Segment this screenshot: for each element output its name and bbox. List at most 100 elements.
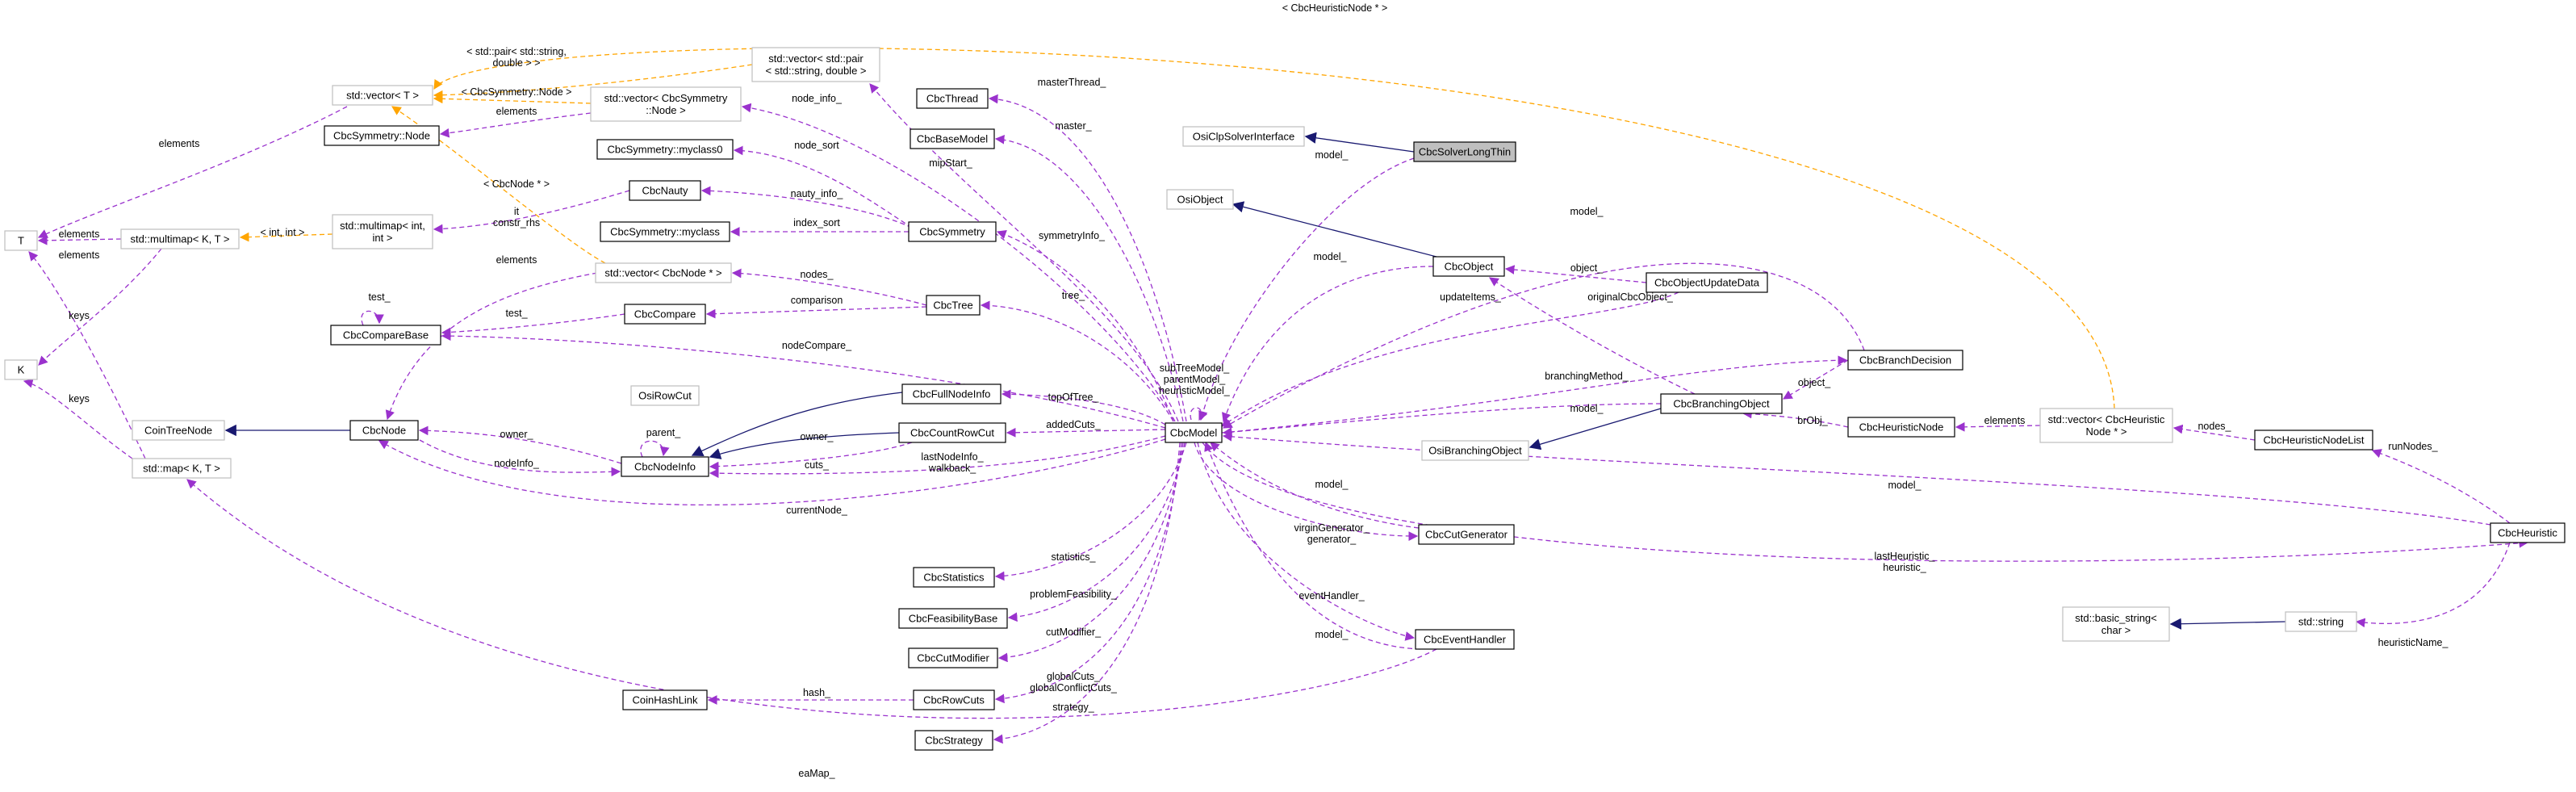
class-node-osiobject[interactable]: OsiObject: [1166, 189, 1234, 210]
edge-usage-54: [1782, 359, 1849, 400]
edge-usage-48: [1222, 266, 1434, 423]
edge-usage-35: [1006, 427, 1166, 438]
class-node-cbccountrowcut[interactable]: CbcCountRowCut: [898, 422, 1006, 443]
class-node-cbcobjectupdatedata[interactable]: CbcObjectUpdateData: [1646, 272, 1768, 293]
class-node-vec-t[interactable]: std::vector< T >: [332, 85, 433, 106]
class-node-cbcnode[interactable]: CbcNode: [349, 420, 419, 441]
edge-label-node-info: node_info_: [792, 93, 843, 104]
class-node-cbcbranchdecision[interactable]: CbcBranchDecision: [1847, 350, 1963, 371]
class-node-osiclpsolverinterface[interactable]: OsiClpSolverInterface: [1182, 126, 1305, 147]
class-node-cbctree[interactable]: CbcTree: [926, 295, 981, 316]
class-node-cbcstatistics[interactable]: CbcStatistics: [913, 567, 995, 588]
class-node-cbccutmodifier[interactable]: CbcCutModifier: [908, 647, 998, 668]
class-node-label: CbcStatistics: [923, 572, 985, 584]
edge-label-model-bo: model_: [1570, 403, 1604, 414]
class-node-label: std::vector< CbcSymmetry: [604, 92, 728, 104]
edge-label-model-obj: model_: [1314, 251, 1348, 262]
class-node-t[interactable]: T: [4, 230, 38, 251]
class-node-box: [332, 214, 433, 249]
class-node-k[interactable]: K: [4, 359, 38, 380]
class-node-cbcsolverlongthin[interactable]: CbcSolverLongThin: [1413, 141, 1516, 162]
edge-usage-37: [709, 435, 1166, 479]
edge-label-elements-vecnode: elements: [496, 254, 537, 266]
class-node-box: [1413, 141, 1516, 162]
class-node-vec-pair[interactable]: std::vector< std::pair< std::string, dou…: [751, 47, 880, 82]
class-node-cbcnodeinfo[interactable]: CbcNodeInfo: [621, 456, 709, 477]
class-node-cbcheuristicnodelist[interactable]: CbcHeuristicNodeList: [2254, 430, 2373, 450]
class-node-box: [600, 221, 730, 242]
edge-usage-41: [997, 442, 1184, 663]
edge-label-masterthread: masterThread_: [1038, 77, 1107, 88]
class-node-multimap-kt[interactable]: std::multimap< K, T >: [120, 228, 240, 249]
class-node-cbceventhandler[interactable]: CbcEventHandler: [1415, 629, 1515, 650]
edge-label-brobj: brObj_: [1797, 415, 1829, 426]
class-node-osibranchingobject[interactable]: OsiBranchingObject: [1421, 440, 1529, 461]
class-node-multimap-int[interactable]: std::multimap< int,int >: [332, 214, 433, 249]
class-node-cbcsymmetry-myclass0[interactable]: CbcSymmetry::myclass0: [596, 139, 734, 160]
class-node-box: [590, 86, 742, 122]
class-node-box: [132, 420, 225, 441]
class-node-cbcthread[interactable]: CbcThread: [916, 88, 989, 109]
class-node-label: std::vector< CbcHeuristic: [2048, 413, 2165, 425]
class-node-cbcmodel[interactable]: CbcModel: [1165, 422, 1223, 443]
class-node-coinhashlink[interactable]: CoinHashLink: [622, 689, 708, 710]
class-node-std-string[interactable]: std::string: [2285, 611, 2357, 632]
edge-usage-40: [1007, 442, 1186, 622]
edge-usage-51: [1489, 277, 1696, 395]
class-node-box: [120, 228, 240, 249]
edge-label-problemfeasibility: problemFeasibility_: [1030, 589, 1118, 600]
edge-label-index-sort: index_sort: [793, 217, 840, 228]
edge-label-symmetryinfo: symmetryInfo_: [1039, 230, 1106, 241]
edge-usage-66: [1197, 442, 1416, 641]
class-node-label: CbcBaseModel: [917, 133, 988, 145]
class-node-box: [4, 230, 38, 251]
class-node-cbcnauty[interactable]: CbcNauty: [629, 180, 701, 201]
class-node-osirowcut[interactable]: OsiRowCut: [630, 385, 700, 406]
edge-inheritance-33: [709, 432, 900, 459]
class-node-box: [630, 385, 700, 406]
class-node-cbcbasemodel[interactable]: CbcBaseModel: [910, 128, 995, 149]
class-node-cbcstrategy[interactable]: CbcStrategy: [914, 730, 993, 751]
class-node-label: CbcTree: [933, 300, 972, 312]
class-node-basic-string[interactable]: std::basic_string<char >: [2062, 606, 2170, 642]
class-node-box: [1660, 393, 1783, 414]
class-node-label: CbcHeuristic: [2498, 527, 2557, 539]
class-node-cbcfeasibilitybase[interactable]: CbcFeasibilityBase: [898, 608, 1008, 629]
edge-label-tree: tree_: [1062, 290, 1086, 301]
class-node-cbcbranchingobject[interactable]: CbcBranchingObject: [1660, 393, 1783, 414]
class-node-box: [2254, 430, 2373, 450]
class-node-box: [926, 295, 981, 316]
class-node-label: CbcHeuristicNode: [1859, 421, 1944, 434]
class-node-vec-heurnode[interactable]: std::vector< CbcHeuristicNode * >: [2039, 408, 2173, 443]
class-node-cbcrowcuts[interactable]: CbcRowCuts: [913, 689, 995, 710]
edge-usage-6: [733, 145, 913, 228]
edge-label-subtreemodel: parentModel_: [1164, 374, 1226, 385]
edge-inheritance-0: [1304, 132, 1415, 153]
edge-label-runnodes: runNodes_: [2388, 441, 2438, 452]
class-node-cbcfullnodeinfo[interactable]: CbcFullNodeInfo: [901, 383, 1002, 404]
class-node-cointreenode[interactable]: CoinTreeNode: [132, 420, 225, 441]
class-node-box: [914, 730, 993, 751]
class-node-label: CbcFeasibilityBase: [909, 613, 998, 625]
class-node-cbccutgenerator[interactable]: CbcCutGenerator: [1418, 524, 1515, 545]
class-node-label: std::basic_string<: [2075, 612, 2157, 624]
edge-usage-46: [1190, 407, 1207, 421]
class-node-vec-symnode[interactable]: std::vector< CbcSymmetry::Node >: [590, 86, 742, 122]
class-node-label: CbcBranchingObject: [1673, 398, 1770, 410]
edge-label-pair-string-double: double > >: [492, 57, 540, 69]
class-node-cbcheuristicnode[interactable]: CbcHeuristicNode: [1847, 417, 1955, 438]
class-node-box: [901, 383, 1002, 404]
class-node-cbcsymmetry-myclass[interactable]: CbcSymmetry::myclass: [600, 221, 730, 242]
class-node-cbcsymmetry[interactable]: CbcSymmetry: [908, 221, 997, 242]
class-node-cbcsymmetry-node[interactable]: CbcSymmetry::Node: [324, 125, 440, 146]
edge-usage-58: [1955, 421, 2041, 432]
class-node-map-kt[interactable]: std::map< K, T >: [132, 458, 232, 479]
class-node-vec-cbcnode[interactable]: std::vector< CbcNode * >: [595, 262, 732, 283]
class-node-cbcobject[interactable]: CbcObject: [1432, 256, 1505, 277]
edge-label-model-eh: model_: [1315, 629, 1349, 640]
class-node-cbcheuristic[interactable]: CbcHeuristic: [2490, 522, 2566, 543]
edge-usage-11: [731, 268, 927, 306]
class-node-cbccompare[interactable]: CbcCompare: [624, 304, 706, 325]
edge-label-it-constr: constr_rhs: [493, 217, 540, 228]
class-node-cbccomparebase[interactable]: CbcCompareBase: [330, 325, 441, 346]
